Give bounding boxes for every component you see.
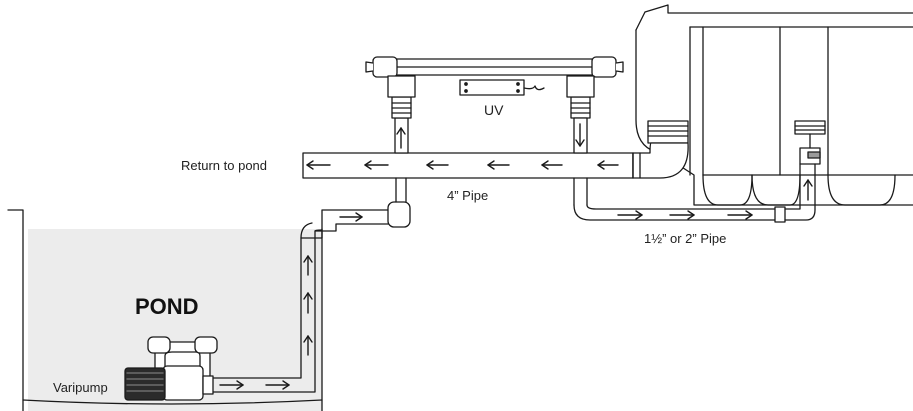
filter-body — [635, 29, 913, 206]
arrow-icon — [426, 160, 449, 170]
pump-body — [124, 367, 166, 401]
filter-box — [635, 4, 913, 206]
uv-cap-right — [591, 56, 617, 78]
uv-clarifier — [365, 56, 624, 98]
uv-cap-left — [372, 56, 398, 78]
arrow-icon — [306, 160, 331, 170]
pump-riser-pipe — [199, 96, 412, 393]
arrow-icon — [669, 210, 695, 220]
arrow-icon — [617, 210, 643, 220]
return-to-pond-label: Return to pond — [181, 158, 268, 173]
arrow-icon — [303, 335, 313, 356]
pond-floor — [22, 399, 323, 405]
arrow-icon — [541, 160, 563, 170]
return-pipe-elbow — [632, 142, 689, 179]
arrow-icon — [303, 255, 313, 276]
return-pipe-4in — [302, 142, 689, 179]
arrow-icon — [727, 210, 753, 220]
filter-lid — [635, 4, 913, 31]
uv-power-cord — [523, 85, 545, 91]
filter-outlet-fitting — [647, 120, 689, 144]
pump-housing — [162, 365, 204, 401]
pond-water — [28, 229, 322, 411]
arrow-icon — [265, 380, 290, 390]
pump-label: Varipump — [53, 380, 108, 395]
pond — [7, 209, 323, 411]
filter-inlet-fitting — [794, 120, 826, 135]
pipe-small-label: 1½” or 2” Pipe — [644, 231, 727, 246]
arrow-icon — [364, 160, 389, 170]
pond-wall-left — [7, 209, 24, 411]
arrow-icon — [597, 160, 619, 170]
arrow-icon — [487, 160, 510, 170]
arrow-icon — [219, 380, 244, 390]
return-pipe-horizontal — [302, 152, 634, 179]
arrow-icon — [339, 212, 363, 222]
varipump — [124, 336, 218, 401]
pipe-4in-label: 4” Pipe — [447, 188, 489, 203]
union-fitting — [774, 206, 786, 223]
uv-ballast — [459, 79, 525, 96]
flow-arrows — [219, 123, 813, 390]
pond-label: POND — [135, 294, 199, 319]
arrow-icon — [303, 292, 313, 314]
uv-label: UV — [484, 102, 504, 118]
arrow-icon — [396, 127, 406, 149]
arrow-icon — [575, 123, 585, 147]
arrow-icon — [803, 179, 813, 201]
